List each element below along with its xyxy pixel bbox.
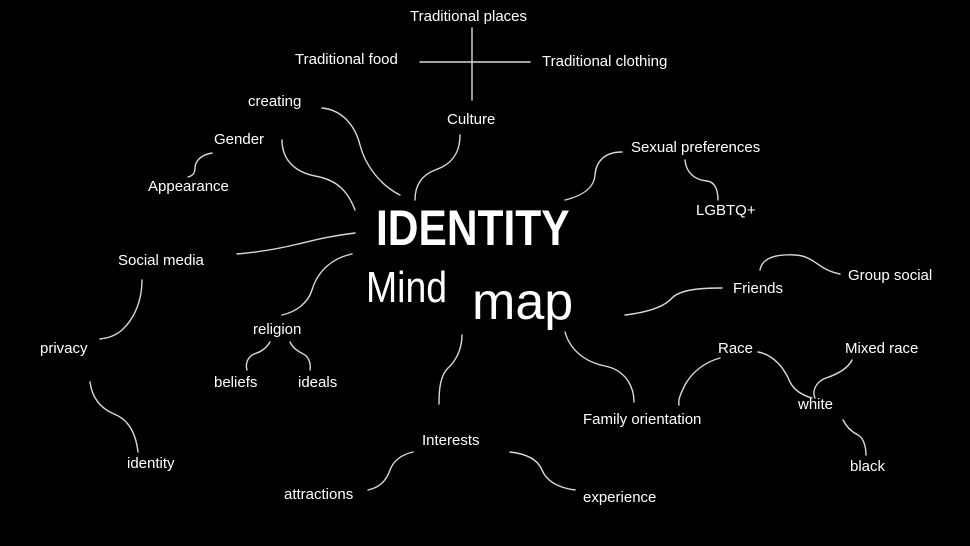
node-lgbtq: LGBTQ+ (696, 202, 756, 219)
connector-interests (438, 334, 463, 405)
node-ideals: ideals (298, 374, 338, 391)
node-creating: creating (248, 93, 302, 110)
node-group-social: Group social (848, 267, 933, 284)
connector-sexual-preferences (564, 151, 623, 201)
node-attractions: attractions (284, 486, 354, 503)
connector-beliefs (245, 341, 271, 371)
connector-gender-appearance (187, 152, 213, 178)
node-beliefs: beliefs (214, 374, 258, 391)
node-white: white (798, 396, 834, 413)
node-sexual-preferences: Sexual preferences (631, 139, 761, 156)
connector-privacy (99, 279, 143, 340)
node-traditional-places: Traditional places (410, 8, 528, 25)
node-social-media: Social media (118, 252, 204, 269)
connector-religion (281, 253, 353, 316)
connector-lgbtq (684, 159, 719, 201)
connector-attractions (367, 451, 414, 491)
title-map: map (472, 273, 574, 331)
node-experience: experience (583, 489, 657, 506)
connector-social-media (236, 232, 356, 255)
node-appearance: Appearance (148, 178, 229, 195)
connector-black (842, 419, 867, 456)
connector-gender (281, 139, 356, 211)
connector-race-white (757, 351, 813, 399)
node-black: black (850, 458, 886, 475)
node-friends: Friends (733, 280, 784, 297)
node-traditional-clothing: Traditional clothing (542, 53, 668, 70)
node-interests: Interests (422, 432, 480, 449)
title-mind: Mind (366, 263, 448, 312)
node-identity: identity (127, 455, 175, 472)
node-privacy: privacy (40, 340, 88, 357)
node-mixed-race: Mixed race (845, 340, 919, 357)
connector-group-social (759, 254, 841, 275)
connector-ideals (289, 341, 311, 371)
node-race: Race (718, 340, 754, 357)
node-family-orientation: Family orientation (583, 411, 702, 428)
connector-family-orientation (564, 331, 635, 403)
title-identity: IDENTITY (376, 200, 570, 256)
node-traditional-food: Traditional food (295, 51, 398, 68)
connector-race (678, 357, 721, 406)
connector-experience (509, 451, 576, 491)
node-religion: religion (253, 321, 302, 338)
connector-culture (414, 134, 461, 201)
connector-identity (89, 381, 139, 453)
node-gender: Gender (214, 131, 265, 148)
connector-creating (321, 107, 401, 196)
node-culture: Culture (447, 111, 496, 128)
connector-mixedrace-white (813, 359, 853, 399)
connector-friends (624, 287, 723, 316)
